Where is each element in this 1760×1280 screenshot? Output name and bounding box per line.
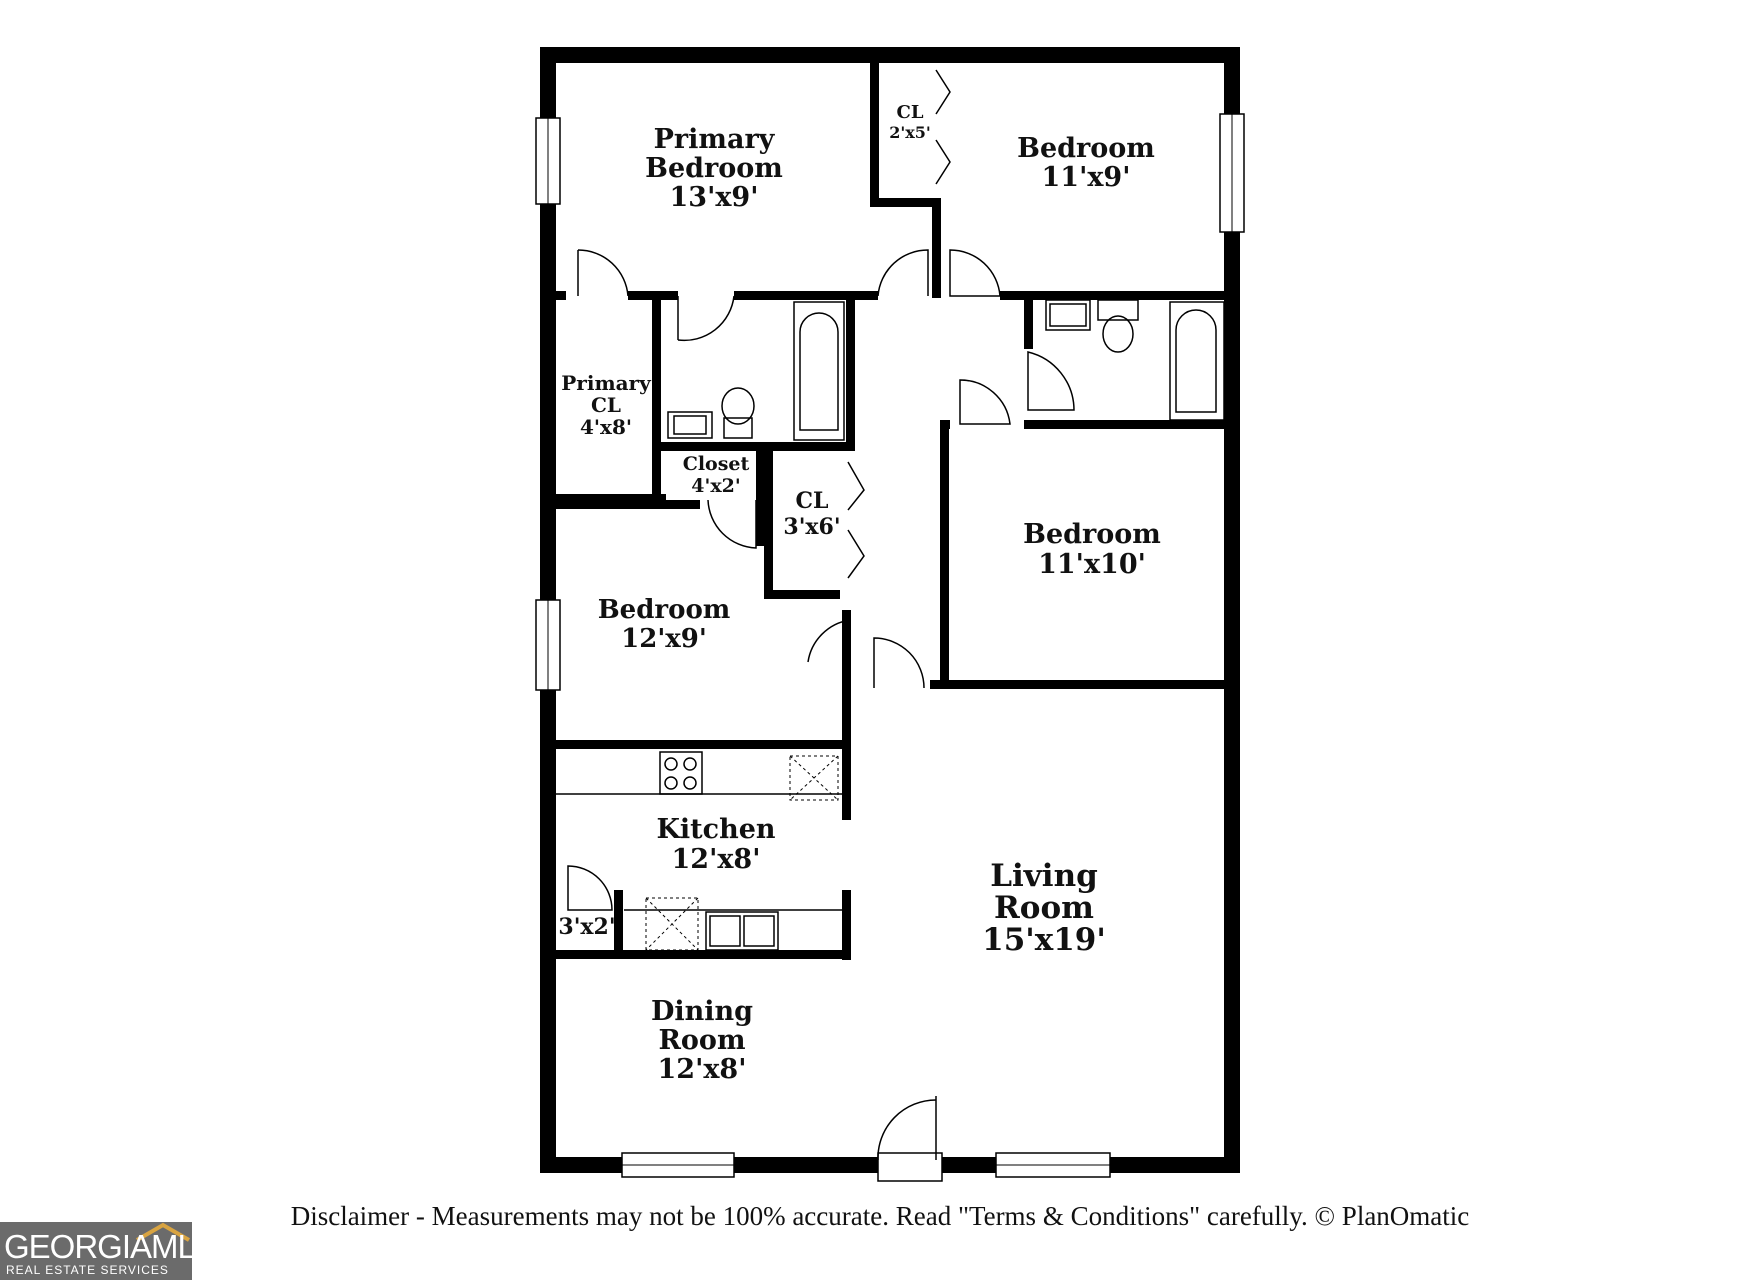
svg-text:Bedroom: Bedroom	[645, 153, 783, 184]
outer-wall-right	[1224, 47, 1240, 1173]
logo-main-text: GEORGIAMLS	[4, 1228, 217, 1265]
svg-text:Primary: Primary	[561, 371, 652, 395]
label-closet-small: Closet 4'x2'	[683, 453, 750, 497]
label-primary-bedroom: Primary Bedroom 13'x9'	[645, 124, 783, 213]
wall-pantry-right	[614, 890, 623, 956]
wall-bath2-left	[1024, 291, 1033, 349]
svg-text:Closet: Closet	[683, 453, 750, 475]
bifold-cl-top	[935, 69, 951, 185]
wall-primary-cl-right	[652, 291, 661, 501]
wall-bedroom-w-top	[556, 500, 700, 509]
label-dining-room: Dining Room 12'x8'	[651, 996, 753, 1085]
bath2-bathtub	[1169, 301, 1225, 421]
svg-text:CL: CL	[897, 102, 924, 123]
window-left-top	[535, 117, 561, 205]
primary-toilet	[721, 387, 755, 439]
window-bottom-left	[621, 1152, 735, 1178]
door-primary-bedroom	[577, 249, 629, 297]
label-primary-closet: Primary CL 4'x8'	[561, 371, 652, 439]
wall-kitchen-right-lower	[842, 890, 851, 960]
wall-h-bed-ne	[1000, 291, 1226, 300]
label-bedroom-w: Bedroom 12'x9'	[598, 595, 731, 654]
svg-text:11'x9': 11'x9'	[1042, 162, 1131, 193]
svg-text:12'x9': 12'x9'	[621, 624, 707, 654]
label-kitchen: Kitchen 12'x8'	[656, 814, 775, 875]
door-bedroom-w	[807, 619, 851, 666]
wall-cl-bedroom	[932, 198, 941, 298]
door-primary-bath	[677, 295, 735, 342]
door-primary-bed-hall	[877, 249, 929, 297]
wall-hallcl-bottom	[764, 590, 840, 599]
label-closet-top: CL 2'x5'	[889, 102, 931, 142]
svg-text:4'x8': 4'x8'	[580, 415, 632, 439]
svg-text:Bedroom: Bedroom	[1023, 519, 1161, 550]
label-living-room: Living Room 15'x19'	[982, 858, 1106, 958]
wall-bedroom-e-bottom	[930, 680, 1226, 689]
front-door	[877, 1096, 943, 1182]
wall-primary-closet-cl	[870, 55, 879, 207]
svg-text:Dining: Dining	[651, 996, 753, 1027]
stove-icon	[659, 751, 703, 795]
georgia-mls-logo: GEORGIAMLS REAL ESTATE SERVICES	[0, 1222, 217, 1280]
window-bottom-right	[995, 1152, 1111, 1178]
svg-text:Kitchen: Kitchen	[656, 814, 775, 845]
svg-text:Bedroom: Bedroom	[1017, 133, 1155, 164]
svg-text:12'x8': 12'x8'	[658, 1054, 747, 1085]
disclaimer-text: Disclaimer - Measurements may not be 100…	[290, 1201, 1470, 1231]
roof-icon	[136, 1222, 190, 1242]
wall-h-primary-2	[734, 291, 878, 300]
wall-bed-hall-row	[556, 291, 566, 300]
wall-kitchen-bottom	[556, 950, 851, 959]
svg-text:Room: Room	[658, 1025, 745, 1056]
label-bedroom-e: Bedroom 11'x10'	[1023, 519, 1161, 580]
outer-wall-top	[540, 47, 1240, 63]
wall-bath1-right	[846, 291, 855, 451]
svg-text:CL: CL	[591, 393, 621, 417]
wall-hallcl-left	[764, 442, 773, 598]
svg-text:4'x2': 4'x2'	[691, 475, 740, 497]
floor-plan: Primary Bedroom 13'x9' CL 2'x5' Bedroom …	[535, 47, 1245, 1182]
svg-text:15'x19': 15'x19'	[982, 922, 1106, 958]
wall-bedroom-e-left	[940, 420, 949, 688]
label-pantry: 3'x2'	[558, 914, 615, 940]
door-bedroom-e	[959, 379, 1011, 425]
primary-sink	[667, 411, 713, 439]
door-pantry	[567, 865, 613, 911]
wall-hall-left-lower	[842, 610, 851, 745]
wall-primary-cl-bottom	[556, 494, 666, 503]
bath2-toilet	[1097, 299, 1139, 353]
door-bath2	[1027, 351, 1075, 411]
svg-text:Room: Room	[994, 890, 1094, 926]
svg-text:2'x5': 2'x5'	[889, 123, 931, 142]
window-right-top	[1219, 113, 1245, 233]
svg-text:3'x2': 3'x2'	[558, 914, 615, 940]
svg-text:3'x6': 3'x6'	[783, 514, 840, 540]
bath2-sink	[1045, 299, 1091, 331]
logo-sub-text: REAL ESTATE SERVICES	[6, 1263, 169, 1277]
svg-text:12'x8': 12'x8'	[672, 844, 761, 875]
wall-kitchen-right	[842, 740, 851, 820]
primary-bathtub	[793, 301, 845, 441]
label-bedroom-ne: Bedroom 11'x9'	[1017, 133, 1155, 193]
door-hall-living	[873, 637, 925, 689]
wall-bath2-bottom	[1024, 420, 1226, 429]
svg-text:Bedroom: Bedroom	[598, 595, 731, 625]
dishwasher-icon	[645, 897, 699, 951]
svg-text:CL: CL	[796, 488, 829, 514]
label-closet-hall: CL 3'x6'	[783, 488, 840, 540]
wall-closet-right	[756, 442, 765, 546]
bifold-cl-hall	[847, 461, 865, 579]
door-closet-small	[707, 499, 757, 549]
window-left-mid	[535, 599, 561, 691]
svg-text:Primary: Primary	[654, 124, 776, 155]
svg-text:Living: Living	[990, 858, 1098, 894]
fridge-icon	[789, 755, 839, 801]
svg-text:11'x10': 11'x10'	[1038, 549, 1146, 580]
svg-text:13'x9': 13'x9'	[670, 182, 759, 213]
wall-bath1-bottom	[652, 442, 855, 451]
kitchen-sink-icon	[705, 911, 779, 951]
door-bedroom-ne	[949, 249, 1001, 297]
wall-bedroom-w-bottom	[556, 740, 850, 749]
wall-cl-bottom	[870, 198, 940, 207]
